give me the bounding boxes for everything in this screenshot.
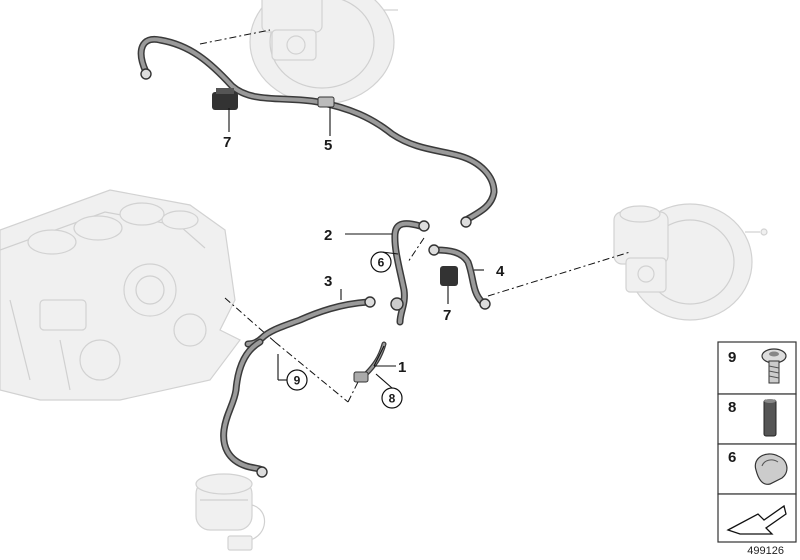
callout-2: 2 (324, 227, 332, 244)
arrow-icon (726, 504, 787, 535)
hose-4 (428, 244, 491, 310)
legend-panel: 9 8 6 (717, 341, 797, 543)
bracket-7-right (440, 266, 458, 286)
callout-8-circle: 8 (381, 387, 403, 409)
hose-5 (137, 35, 498, 228)
engine-block-ghost (0, 189, 241, 401)
hose-clip-icon (754, 453, 788, 485)
legend-label-9: 9 (728, 349, 736, 366)
callout-9: 9 (294, 374, 301, 388)
brake-booster-top-ghost (249, 0, 398, 105)
legend-label-8: 8 (728, 399, 736, 416)
callout-5: 5 (324, 137, 332, 154)
torx-screw-icon (761, 348, 787, 384)
hose-lower (220, 338, 268, 478)
brake-booster-right-ghost (613, 203, 768, 321)
bracket-7-top (212, 88, 238, 110)
callout-7-top: 7 (223, 134, 231, 151)
callout-4: 4 (496, 263, 505, 280)
vacuum-pump-ghost (195, 473, 266, 551)
callout-8: 8 (389, 392, 396, 406)
doc-number: 499126 (747, 545, 784, 557)
callout-9-circle: 9 (286, 369, 308, 391)
hose-sleeve-icon (763, 399, 777, 437)
line-1 (353, 297, 404, 383)
leader-lines (228, 107, 484, 389)
callout-1: 1 (398, 359, 406, 376)
callout-6-circle: 6 (370, 251, 392, 273)
callout-7-right: 7 (443, 307, 451, 324)
callout-3: 3 (324, 273, 332, 290)
hose-3 (244, 296, 376, 348)
callout-6: 6 (378, 256, 385, 270)
reference-lines (199, 29, 631, 403)
hose-2 (391, 220, 430, 326)
legend-label-6: 6 (728, 449, 736, 466)
